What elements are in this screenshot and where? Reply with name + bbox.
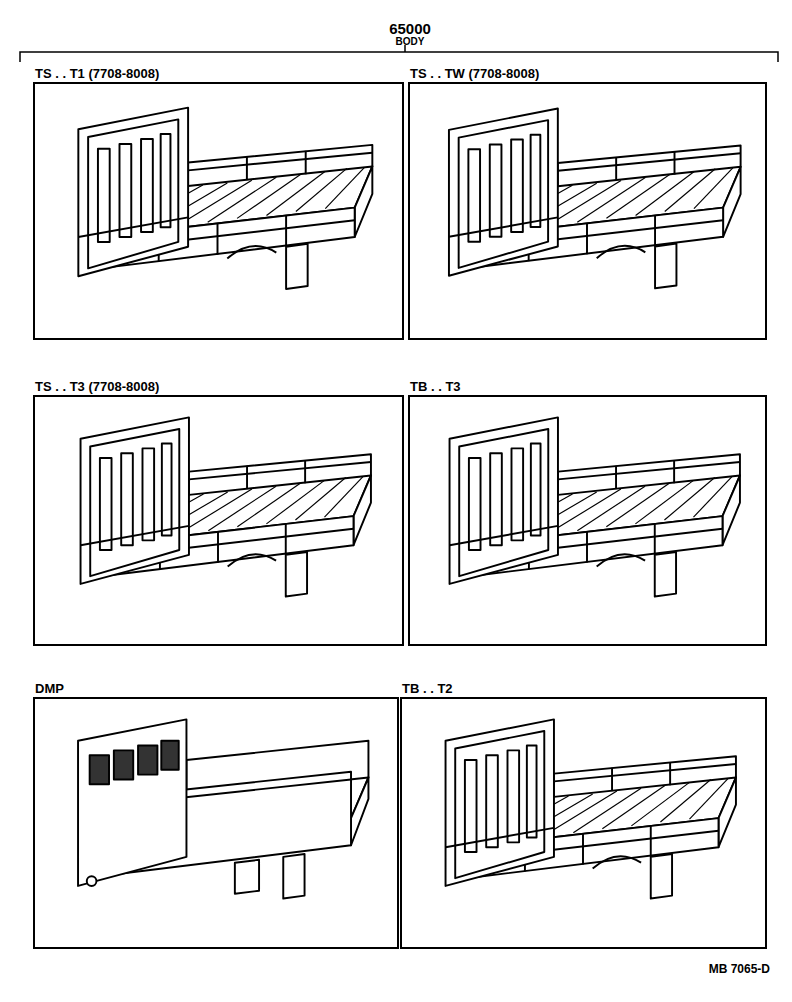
panel-heading: TB . . T3	[410, 379, 461, 394]
figure-panel: TS . . T3 (7708-8008)	[33, 395, 404, 646]
figure-panel: TS . . TW (7708-8008)	[408, 82, 767, 340]
panel-heading: TS . . T1 (7708-8008)	[35, 66, 159, 81]
figure-panel: DMP	[33, 697, 399, 949]
figure-panel: TB . . T3	[408, 395, 767, 646]
figure-code: MB 7065-D	[709, 962, 770, 976]
panel-heading: DMP	[35, 681, 64, 696]
group-label: BODY	[396, 36, 425, 47]
figure-panel: TS . . T1 (7708-8008)	[33, 82, 404, 340]
header-bracket	[20, 45, 778, 62]
panel-heading: TB . . T2	[402, 681, 453, 696]
figure-panel: TB . . T2	[400, 697, 767, 949]
part-number-title: 65000	[389, 20, 431, 37]
panel-heading: TS . . T3 (7708-8008)	[35, 379, 159, 394]
panel-heading: TS . . TW (7708-8008)	[410, 66, 539, 81]
